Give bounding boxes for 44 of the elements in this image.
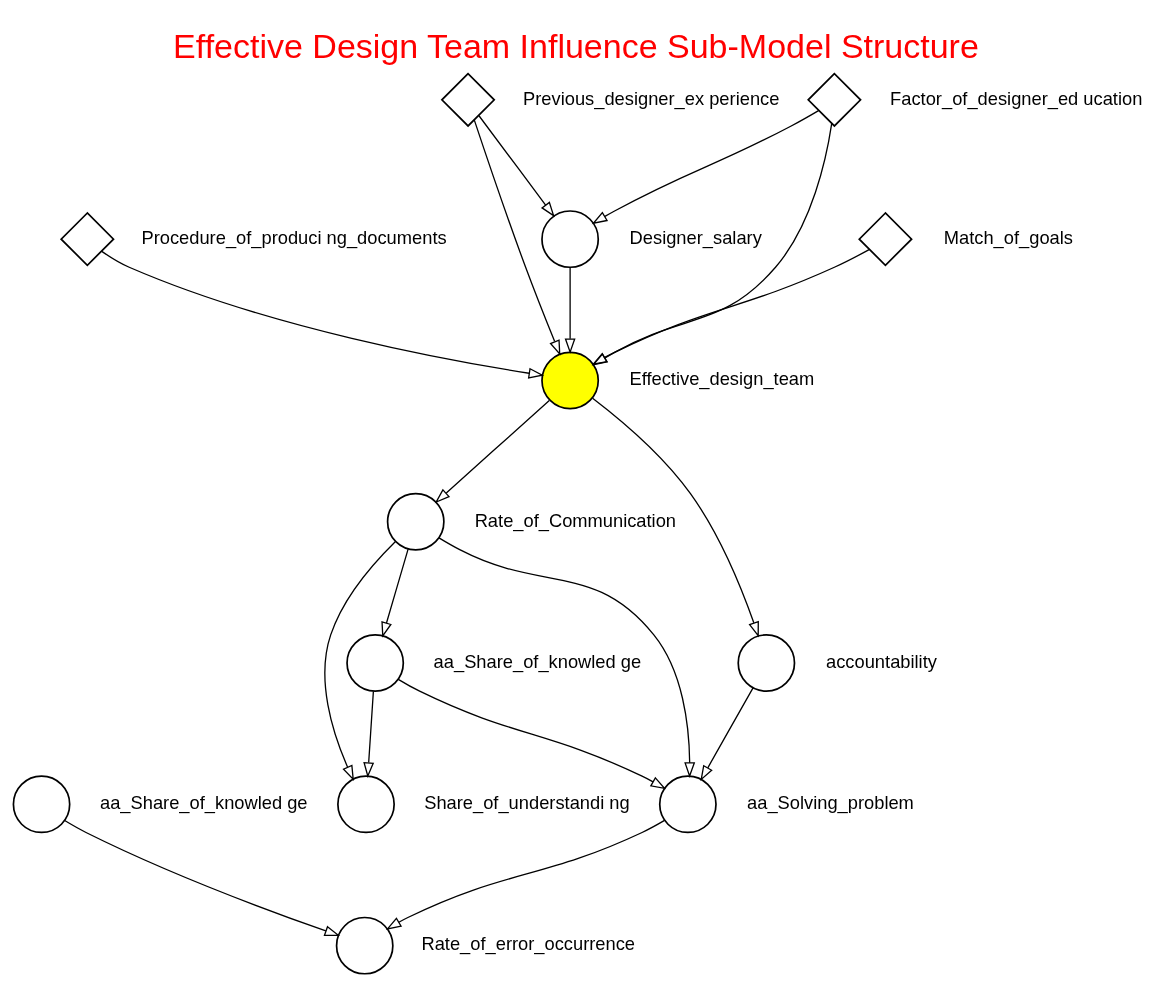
arrow [101, 250, 545, 379]
node-label: Factor_of_designer_ed ucation [890, 87, 1143, 109]
node-label: Designer_salary [629, 226, 762, 248]
node-circle [541, 350, 600, 409]
node-label: Previous_designer_ex perience [523, 87, 780, 109]
node-diamond [858, 211, 913, 266]
node-label: Rate_of_Communication [474, 509, 677, 531]
node-circle [386, 492, 445, 551]
node-label: Procedure_of_produci ng_documents [141, 226, 447, 248]
node-circle [12, 774, 71, 833]
node-circle [658, 774, 717, 833]
arrow [363, 690, 375, 778]
arrow [385, 819, 666, 930]
arrow [381, 548, 409, 638]
node-circle [337, 774, 395, 833]
node-label: Share_of_understandi ng [424, 791, 630, 813]
node-diamond [807, 71, 862, 127]
node-diamond [440, 71, 496, 127]
arrow [434, 399, 550, 503]
arrow [473, 119, 561, 356]
node-label: Rate_of_error_occurrence [421, 932, 636, 954]
node-label: Match_of_goals [943, 226, 1073, 248]
node-label: aa_Share_of_knowled ge [100, 791, 308, 813]
node-label: Effective_design_team [629, 367, 815, 389]
arrow [591, 397, 759, 637]
arrow [478, 114, 555, 217]
arrow [700, 686, 754, 781]
node-label: aa_Solving_problem [747, 791, 914, 813]
arrow [324, 540, 396, 781]
arrow [564, 266, 576, 354]
node-circle [737, 633, 796, 692]
arrow [397, 678, 667, 789]
node-diamond [59, 211, 115, 266]
node-circle [346, 633, 405, 692]
arrow [64, 819, 341, 936]
diagram-title: Effective Design Team Influence Sub-Model Structure [173, 26, 979, 65]
arrow [591, 109, 820, 224]
node-circle [541, 209, 600, 268]
arrow [591, 248, 870, 365]
node-label: accountability [826, 650, 937, 672]
node-label: aa_Share_of_knowled ge [433, 650, 642, 672]
arrow [591, 122, 833, 366]
node-circle [335, 916, 394, 975]
arrow [438, 536, 696, 778]
